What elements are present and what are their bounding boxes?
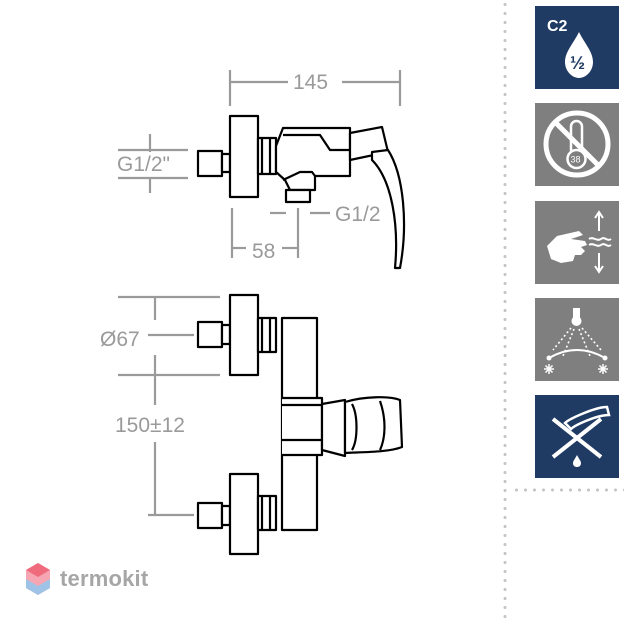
- front-bottom-nut: [220, 504, 232, 527]
- side-nut: [220, 152, 232, 174]
- front-bottom-eccentric: [256, 494, 278, 532]
- no-thermostat-38-icon: 38: [535, 103, 619, 186]
- side-body: [274, 126, 352, 192]
- dim-thread-inlet: G1/2": [117, 153, 170, 176]
- front-mid-block: [282, 396, 324, 457]
- vertical-dotted-divider: [503, 0, 507, 624]
- side-outlet: [284, 188, 312, 204]
- front-bottom-escutcheon: [228, 472, 260, 556]
- no-pull-out-spout-icon: [535, 395, 619, 478]
- front-view: [196, 293, 404, 556]
- front-handle-base: [320, 398, 347, 458]
- side-eccentric: [256, 136, 278, 176]
- brand-logo: termokit: [24, 561, 148, 597]
- front-top-connector: [196, 320, 224, 349]
- c2-half-drop-icon: C2 ½: [535, 6, 619, 89]
- svg-text:38: 38: [571, 155, 581, 165]
- front-top-nut: [220, 323, 232, 346]
- side-view: [196, 114, 406, 270]
- svg-text:½: ½: [570, 53, 585, 73]
- dim-width-total: 145: [293, 71, 328, 94]
- dim-thread-outlet: G1/2: [335, 203, 381, 226]
- front-top-eccentric: [256, 316, 278, 354]
- front-bottom-connector: [196, 501, 224, 530]
- hexagon-logo-icon: [26, 563, 50, 595]
- hand-water-flow-icon: [535, 201, 619, 284]
- front-handle: [343, 396, 404, 455]
- dim-outlet-offset: 58: [252, 240, 275, 263]
- dimension-lines: [118, 70, 402, 517]
- horizontal-dotted-divider: [512, 488, 624, 492]
- dim-center-distance: 150±12: [115, 414, 185, 437]
- side-inlet-connector: [196, 149, 224, 178]
- side-lever: [370, 148, 406, 270]
- front-top-escutcheon: [228, 293, 260, 377]
- hot-cold-range-icon: [535, 298, 619, 381]
- brand-name: termokit: [60, 566, 149, 591]
- svg-text:C2: C2: [547, 18, 568, 35]
- dim-escutcheon-diameter: Ø67: [100, 328, 140, 351]
- side-escutcheon: [228, 114, 260, 199]
